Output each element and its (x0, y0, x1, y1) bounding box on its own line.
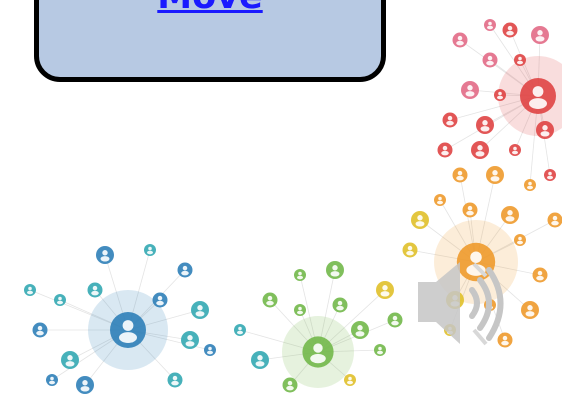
speaker-icon[interactable] (414, 256, 510, 352)
rotated-caption-text: s (414, 12, 418, 20)
move-link[interactable]: Move (39, 0, 381, 17)
callout-box: Move (34, 0, 386, 82)
rotated-caption: s (414, 0, 440, 20)
